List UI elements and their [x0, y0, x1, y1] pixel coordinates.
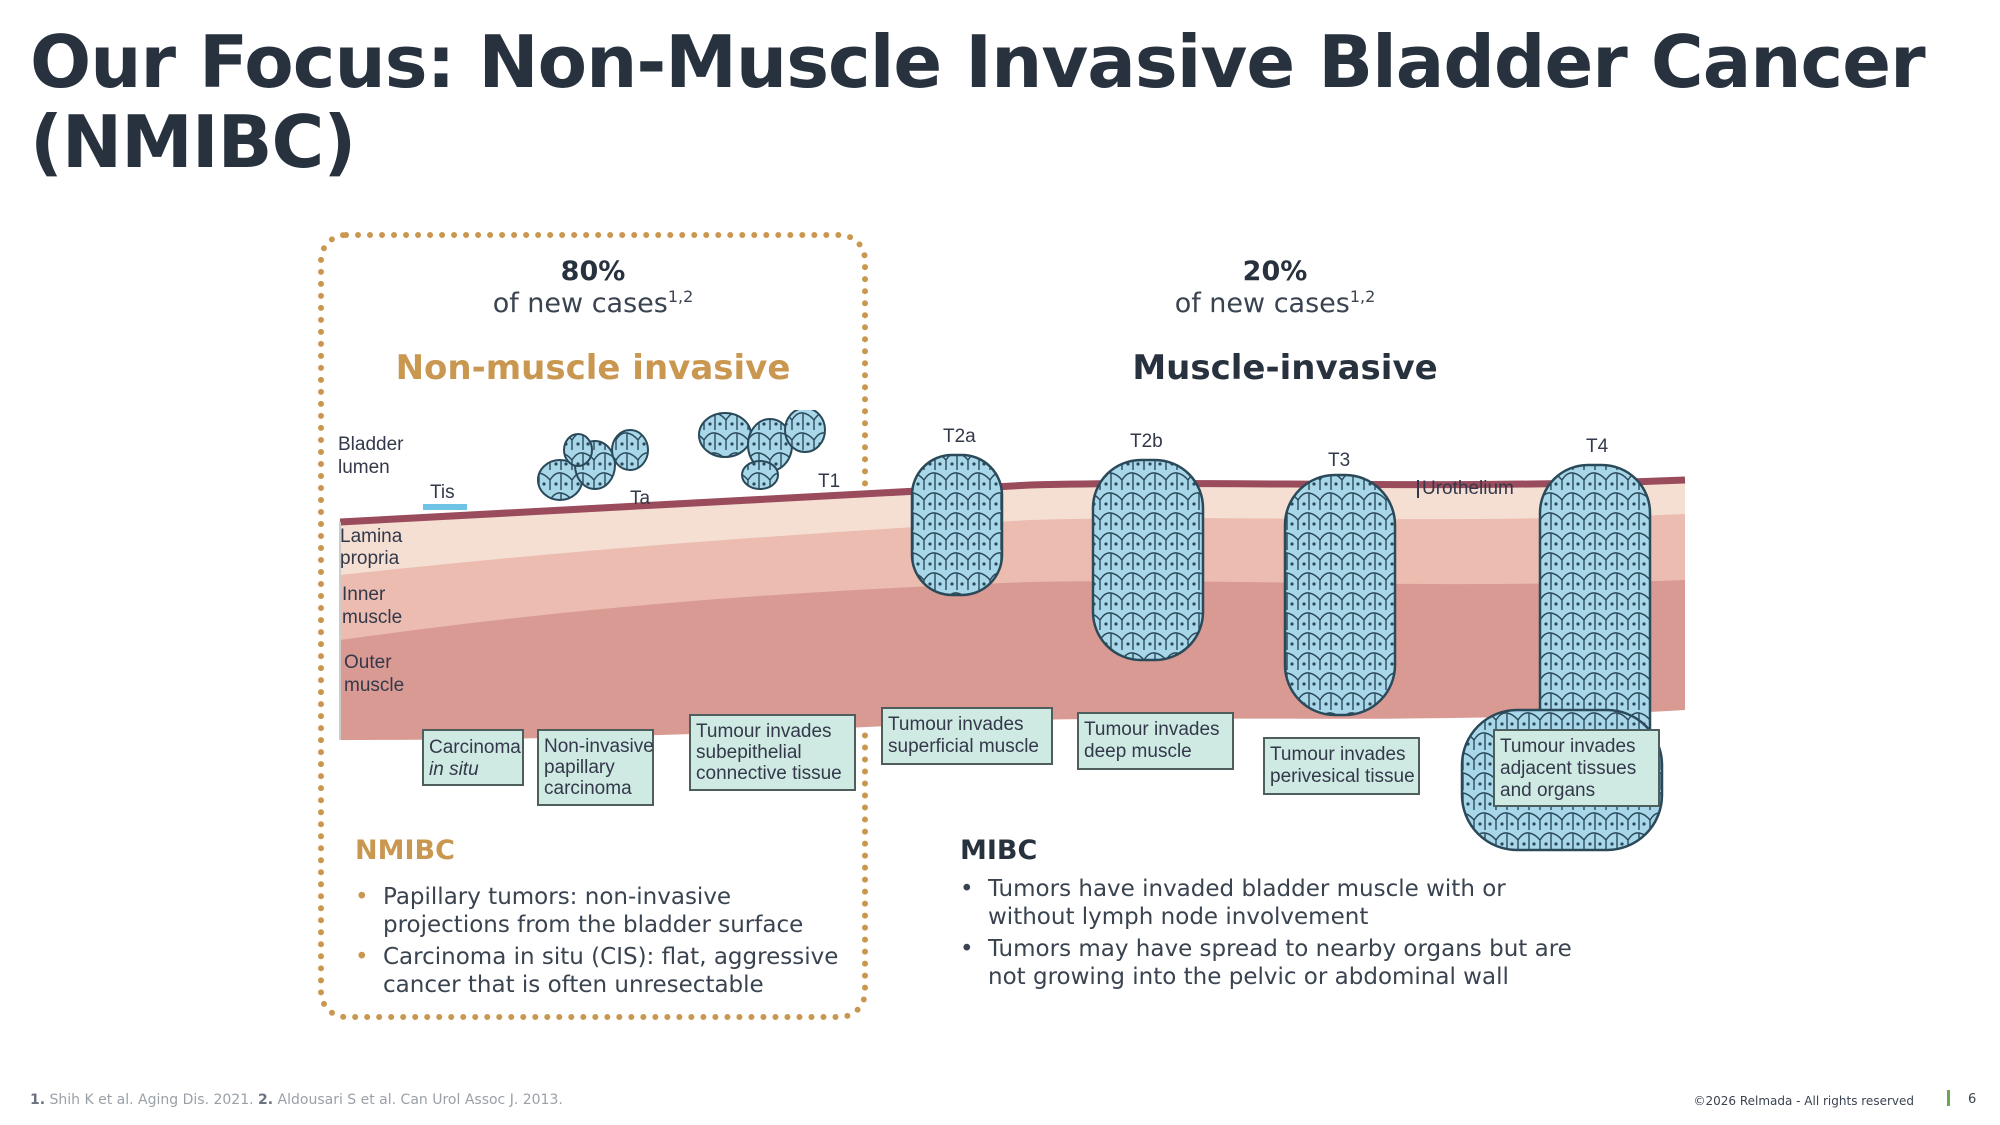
stage-ta: Ta	[630, 488, 651, 509]
nmibc-bullet-list: •Papillary tumors: non-invasive projecti…	[355, 883, 855, 1003]
stage-t4: T4	[1586, 436, 1609, 457]
stage-tis: Tis	[430, 482, 455, 503]
ref1-number: 1.	[30, 1092, 46, 1108]
mibc-bullet-text: Tumors may have spread to nearby organs …	[988, 936, 1572, 990]
references: 1. Shih K et al. Aging Dis. 2021. 2. Ald…	[30, 1092, 563, 1108]
box-t3: Tumour invades perivesical tissue	[1263, 737, 1420, 795]
nmibc-section-title: NMIBC	[355, 835, 455, 866]
box-ni-line3: carcinoma	[544, 778, 632, 799]
stage-t2a: T2a	[943, 426, 976, 447]
nmibc-ref: 1,2	[667, 287, 694, 306]
page-title: Our Focus: Non-Muscle Invasive Bladder C…	[30, 20, 1926, 184]
box-t3-line2: perivesical tissue	[1270, 766, 1415, 787]
box-t2b: Tumour invades deep muscle	[1077, 712, 1234, 770]
ref2-number: 2.	[258, 1092, 274, 1108]
label-lumen: lumen	[338, 457, 390, 478]
nmibc-subtext-label: of new cases	[492, 288, 668, 319]
box-cis-line1: Carcinoma	[429, 737, 521, 758]
stage-t3: T3	[1328, 450, 1350, 471]
mibc-bullet-list: •Tumors have invaded bladder muscle with…	[960, 875, 1580, 995]
box-cis-line2: in situ	[429, 759, 479, 780]
copyright: ©2026 Relmada - All rights reserved	[1693, 1094, 1914, 1108]
box-t1-line1: Tumour invades	[696, 721, 832, 742]
box-t2a: Tumour invades superficial muscle	[881, 707, 1053, 765]
box-t4-line2: adjacent tissues	[1500, 758, 1636, 779]
nmibc-bullet: •Carcinoma in situ (CIS): flat, aggressi…	[355, 944, 839, 998]
nmibc-percent: 80%	[560, 256, 626, 287]
mibc-bullet-text: Tumors have invaded bladder muscle with …	[988, 876, 1506, 930]
label-outer-muscle: muscle	[344, 675, 404, 696]
mibc-percent: 20%	[1242, 256, 1308, 287]
nmibc-bullet: •Papillary tumors: non-invasive projecti…	[355, 884, 804, 938]
bladder-diagram: Bladder lumen Lamina propria Inner muscl…	[330, 407, 1690, 875]
label-propria: propria	[340, 548, 400, 569]
box-t4: Tumour invades adjacent tissues and orga…	[1493, 729, 1660, 807]
box-t4-line1: Tumour invades	[1500, 736, 1636, 757]
label-urothelium: Urothelium	[1422, 478, 1514, 499]
nmibc-bullet-text: Carcinoma in situ (CIS): flat, aggressiv…	[383, 944, 839, 998]
footer-separator	[1947, 1090, 1950, 1106]
box-t4-line3: and organs	[1500, 780, 1595, 801]
ref2-text: Aldousari S et al. Can Urol Assoc J. 201…	[277, 1092, 563, 1108]
tis-marker	[423, 504, 467, 510]
box-t3-line1: Tumour invades	[1270, 744, 1406, 765]
label-bladder: Bladder	[338, 434, 404, 455]
mibc-subtext: of new cases1,2	[1065, 287, 1485, 319]
nmibc-stat: 80% of new cases1,2	[383, 256, 803, 319]
nmibc-subtext: of new cases1,2	[383, 287, 803, 319]
box-t1-line3: connective tissue	[696, 763, 842, 784]
label-inner-muscle: muscle	[342, 607, 402, 628]
box-noninvasive: Non-invasive papillary carcinoma	[537, 729, 654, 806]
nmibc-heading: Non-muscle invasive	[395, 348, 791, 388]
box-t2b-line1: Tumour invades	[1084, 719, 1220, 740]
box-t1-line2: subepithelial	[696, 742, 802, 763]
box-t2b-line2: deep muscle	[1084, 741, 1192, 762]
box-t2a-line2: superficial muscle	[888, 736, 1039, 757]
mibc-stat: 20% of new cases1,2	[1065, 256, 1485, 319]
box-ni-line2: papillary	[544, 757, 615, 778]
nmibc-bullet-text: Papillary tumors: non-invasive projectio…	[383, 884, 804, 938]
mibc-ref: 1,2	[1349, 287, 1376, 306]
mibc-subtext-label: of new cases	[1174, 288, 1350, 319]
t2a-tumor-body	[910, 453, 1004, 597]
mibc-bullet: •Tumors may have spread to nearby organs…	[960, 936, 1572, 990]
box-t2a-line1: Tumour invades	[888, 714, 1024, 735]
t1-tumor	[698, 407, 826, 490]
label-outer: Outer	[344, 652, 392, 673]
box-ni-line1: Non-invasive	[544, 736, 654, 757]
label-lamina: Lamina	[340, 526, 403, 547]
t2b-tumor	[1091, 458, 1205, 662]
stage-t2b: T2b	[1130, 431, 1163, 452]
t3-tumor	[1283, 473, 1397, 717]
mibc-heading: Muscle-invasive	[1132, 348, 1438, 388]
stage-t1: T1	[818, 471, 840, 492]
mibc-section-title: MIBC	[960, 835, 1038, 866]
urothelium-line	[339, 476, 1686, 526]
label-inner: Inner	[342, 584, 386, 605]
mibc-bullet: •Tumors have invaded bladder muscle with…	[960, 876, 1506, 930]
ta-tumor	[537, 429, 649, 501]
page-number: 6	[1968, 1092, 1977, 1107]
ref1-text: Shih K et al. Aging Dis. 2021.	[49, 1092, 254, 1108]
box-t1: Tumour invades subepithelial connective …	[689, 714, 856, 791]
box-cis: Carcinoma in situ	[422, 729, 524, 786]
